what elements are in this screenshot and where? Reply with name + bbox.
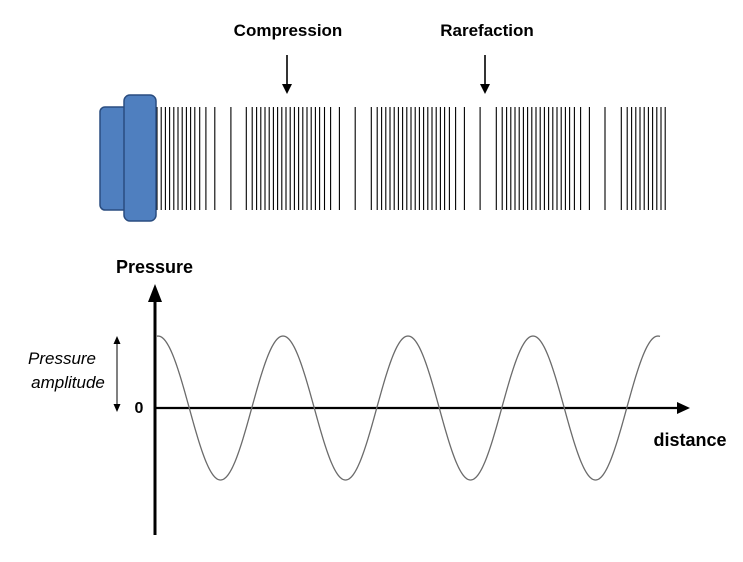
compression-label: Compression — [234, 21, 343, 40]
x-axis — [155, 402, 690, 414]
x-axis-label: distance — [653, 430, 726, 450]
y-axis — [148, 284, 162, 535]
rarefaction-arrow-icon — [480, 55, 490, 94]
amplitude-double-arrow-icon — [113, 336, 121, 412]
pressure-wave-curve — [156, 335, 661, 481]
amplitude-label-line2: amplitude — [31, 373, 105, 392]
compression-arrow-icon — [282, 55, 292, 94]
speaker-piston-icon — [99, 94, 157, 222]
zero-label: 0 — [135, 400, 144, 417]
pressure-lines — [156, 107, 666, 210]
amplitude-label-line1: Pressure — [28, 349, 96, 368]
rarefaction-label: Rarefaction — [440, 21, 534, 40]
y-axis-label: Pressure — [116, 257, 193, 277]
